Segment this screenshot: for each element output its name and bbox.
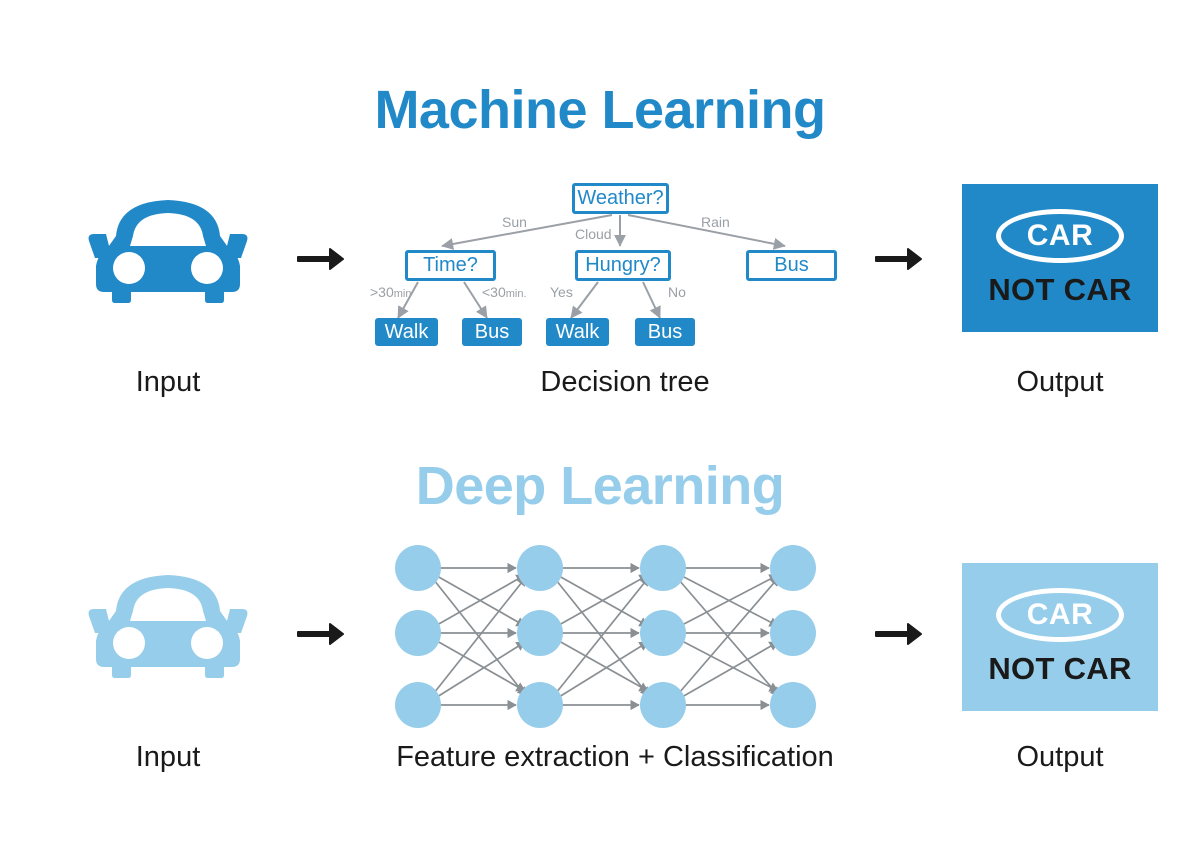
car-icon	[78, 188, 258, 311]
not-car-label: NOT CAR	[988, 271, 1132, 307]
tree-node-bus-rain[interactable]: Bus	[746, 250, 837, 281]
ml-output-panel: CAR NOT CAR	[962, 184, 1158, 332]
edge-label-no: No	[668, 284, 686, 300]
car-badge-oval: CAR	[996, 587, 1124, 642]
car-badge-label: CAR	[1026, 597, 1094, 631]
not-car-label: NOT CAR	[988, 650, 1132, 686]
tree-leaf-walk-2[interactable]: Walk	[546, 318, 609, 346]
dl-output-panel: CAR NOT CAR	[962, 563, 1158, 711]
edge-label-gt30min-unit: min	[393, 288, 412, 300]
edge-label-gt30min: >30min	[370, 284, 411, 300]
edge-label-yes: Yes	[550, 284, 573, 300]
dl-output-caption: Output	[1016, 741, 1104, 773]
machine-learning-title: Machine Learning	[374, 80, 826, 140]
edge-label-sun: Sun	[502, 214, 527, 230]
arrow-right-icon	[294, 612, 346, 656]
ml-input-caption: Input	[135, 366, 201, 398]
decision-tree: Weather? Time? Hungry? Bus Walk Bus Walk…	[360, 178, 860, 350]
ml-output-caption: Output	[1016, 366, 1104, 398]
tree-leaf-walk-1[interactable]: Walk	[375, 318, 438, 346]
neural-network-graph	[395, 545, 816, 728]
edge-label-rain: Rain	[701, 214, 730, 230]
ml-middle-caption: Decision tree	[540, 366, 710, 398]
tree-node-hungry[interactable]: Hungry?	[575, 250, 671, 281]
decision-tree-edges	[397, 214, 786, 319]
edge-label-lt30min-unit: min.	[505, 288, 527, 300]
tree-node-time[interactable]: Time?	[405, 250, 496, 281]
car-icon	[78, 563, 258, 686]
car-badge-oval: CAR	[996, 208, 1124, 263]
deep-learning-title: Deep Learning	[415, 456, 785, 516]
edge-label-cloud: Cloud	[575, 226, 612, 242]
dl-input-caption: Input	[135, 741, 201, 773]
tree-leaf-bus-1[interactable]: Bus	[462, 318, 522, 346]
neural-network	[380, 535, 850, 735]
neural-network-nodes	[395, 545, 816, 728]
car-badge-label: CAR	[1026, 218, 1094, 252]
tree-leaf-bus-2[interactable]: Bus	[635, 318, 695, 346]
dl-middle-caption: Feature extraction + Classification	[396, 741, 834, 773]
edge-label-lt30min: <30min.	[482, 284, 527, 300]
arrow-right-icon	[872, 237, 924, 281]
arrow-right-icon	[872, 612, 924, 656]
tree-node-weather[interactable]: Weather?	[572, 183, 669, 214]
edge-label-gt30min-value: >30	[370, 284, 394, 300]
edge-label-lt30min-value: <30	[482, 284, 506, 300]
arrow-right-icon	[294, 237, 346, 281]
